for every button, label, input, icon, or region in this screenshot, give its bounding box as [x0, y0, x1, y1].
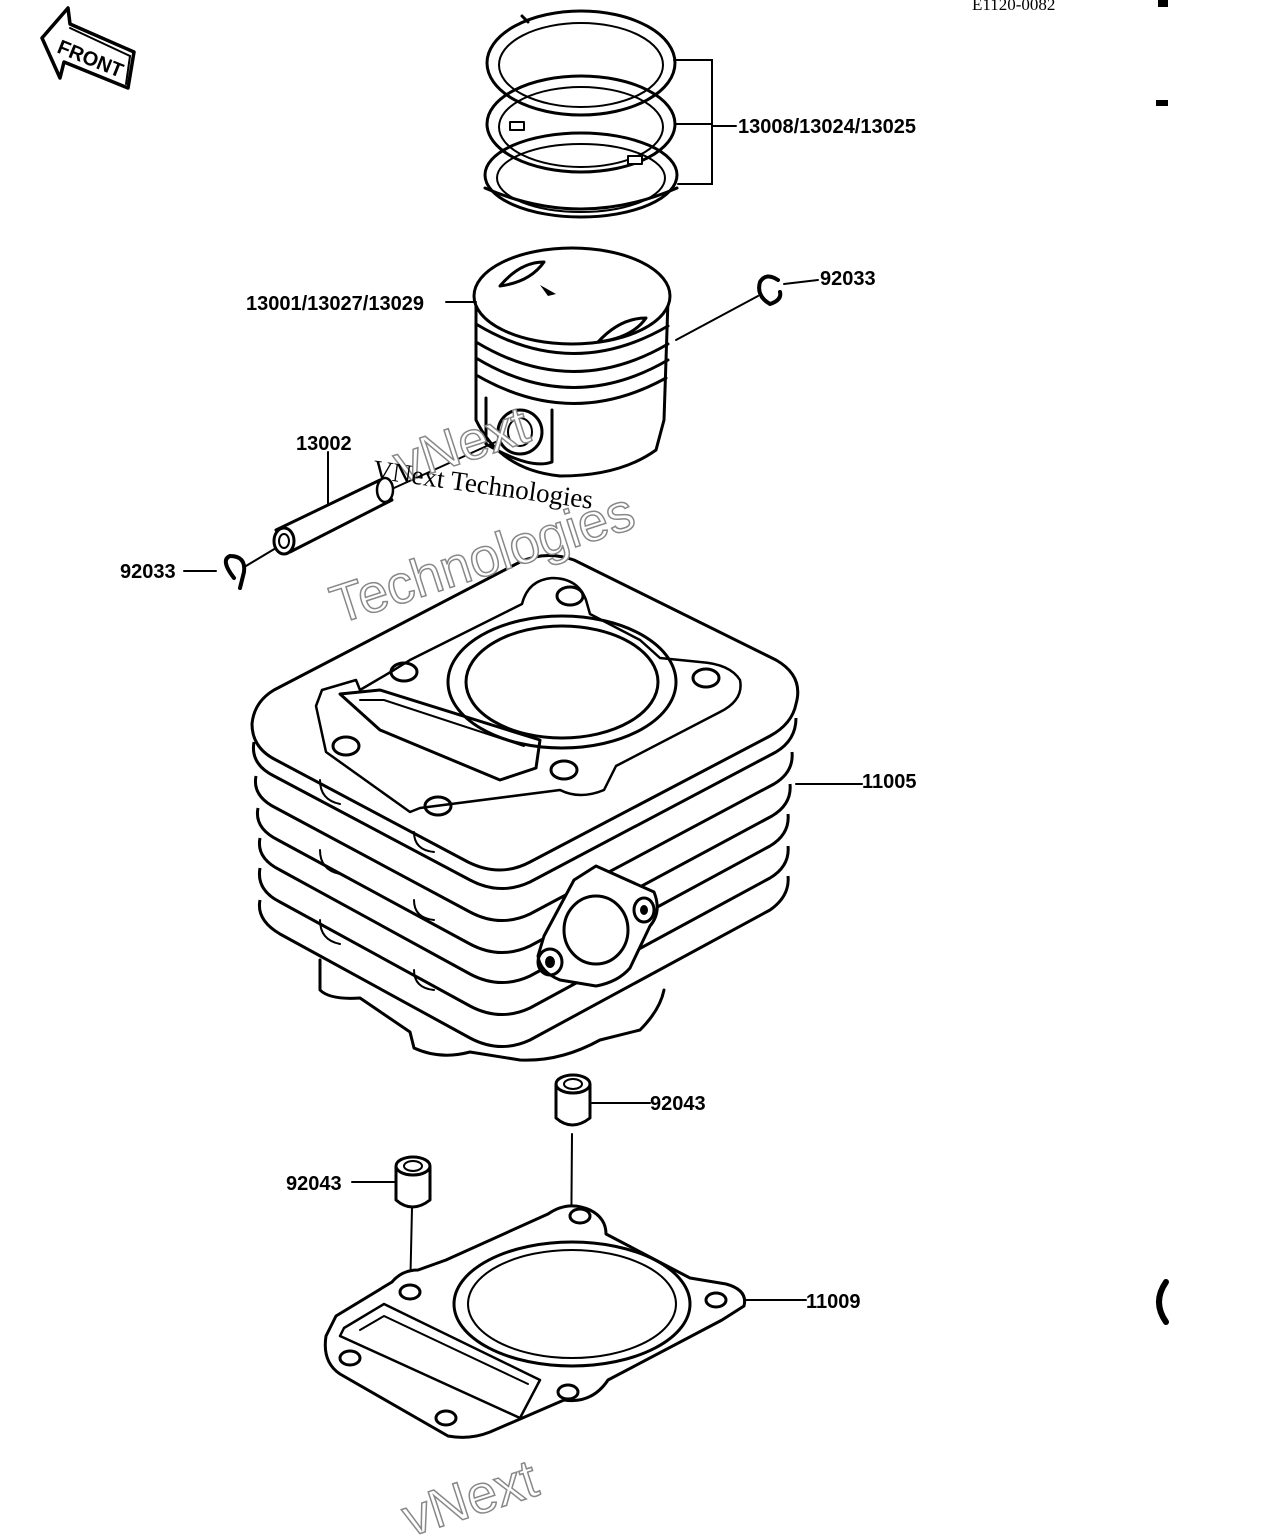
label-dowel-left: 92043 [286, 1173, 342, 1195]
label-circlip-right: 92033 [820, 268, 876, 290]
piston [472, 246, 672, 478]
label-rings: 13008/13024/13025 [738, 116, 916, 138]
rings-leader [673, 59, 737, 185]
edge-mark-mid [1156, 100, 1168, 106]
cylinder-block [250, 554, 800, 1062]
label-piston: 13001/13027/13029 [246, 293, 424, 315]
circlip-right [757, 274, 783, 306]
label-gasket: 11009 [806, 1291, 861, 1313]
pin-axis-right [675, 295, 759, 341]
label-dowel-right: 92043 [650, 1093, 706, 1115]
watermark-footer: vNext [395, 1449, 545, 1536]
base-gasket [323, 1204, 747, 1439]
piston-pin [272, 476, 395, 556]
circlip-right-leader [783, 279, 819, 285]
pin-axis-left [245, 547, 277, 567]
label-circlip-left: 92033 [120, 561, 176, 583]
edge-mark-bracket [1156, 1279, 1169, 1325]
dowel-left [394, 1155, 432, 1209]
dowel-right [554, 1073, 592, 1127]
front-arrow-icon: FRONT [40, 6, 136, 90]
label-pin: 13002 [296, 433, 352, 455]
reference-code: E1120-0082 [972, 0, 1055, 14]
pin-axis [393, 439, 501, 489]
edge-mark-top [1158, 0, 1168, 7]
circlip-left [223, 554, 247, 590]
label-cylinder: 11005 [862, 771, 917, 793]
piston-rings [483, 9, 679, 219]
